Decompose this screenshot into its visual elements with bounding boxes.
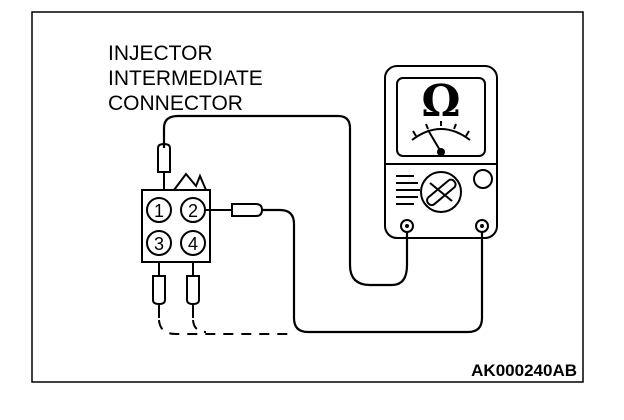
label-line-3: CONNECTOR: [108, 92, 243, 115]
harness-leads: [152, 262, 200, 318]
pin-3-label: 3: [154, 234, 164, 254]
intermediate-connector: 1 2 3 4: [141, 172, 211, 263]
harness-dashed-path-2: [192, 319, 207, 333]
meter-scale: [411, 128, 471, 141]
label-line-2: INTERMEDIATE: [108, 67, 263, 90]
ohmmeter: Ω: [384, 65, 498, 239]
harness-dashed-path: [158, 319, 290, 335]
probe-pin1: [157, 142, 171, 190]
terminal-positive: [400, 219, 414, 233]
pin-3-cavity: [146, 230, 172, 256]
connector-label: INJECTOR INTERMEDIATE CONNECTOR: [108, 42, 263, 115]
zero-adjust-knob: [473, 169, 493, 189]
figure-frame: [31, 11, 584, 383]
figure-code: AK000240AB: [471, 361, 577, 380]
probe-wire-pin2: [262, 208, 484, 334]
pin-4-cavity: [180, 230, 206, 256]
pin-1-label: 1: [154, 201, 164, 221]
range-selector-knob: [420, 171, 462, 213]
pin-2-label: 2: [188, 201, 198, 221]
terminal-negative: [475, 219, 489, 233]
meter-needle: [427, 129, 442, 153]
probe-wire-pin1: [162, 114, 409, 287]
ohm-symbol: Ω: [421, 76, 460, 127]
pin-1-cavity: [146, 197, 172, 223]
pin-4-label: 4: [188, 234, 198, 254]
probe-pin2: [205, 203, 264, 217]
label-line-1: INJECTOR: [108, 42, 213, 65]
